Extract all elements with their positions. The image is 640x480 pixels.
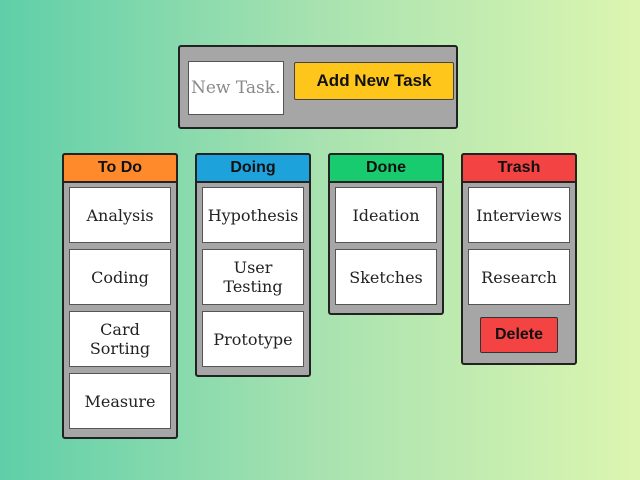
task-card-prototype[interactable]: Prototype [202,311,304,367]
column-header-doing: Doing [195,153,311,183]
column-doing: Doing Hypothesis User Testing Prototype [195,153,311,377]
task-card-measure[interactable]: Measure [69,373,171,429]
column-header-done: Done [328,153,444,183]
column-trash: Trash Interviews Research Delete [461,153,577,365]
task-card-research[interactable]: Research [468,249,570,305]
column-header-trash: Trash [461,153,577,183]
add-new-task-button[interactable]: Add New Task [294,62,454,100]
task-card-sketches[interactable]: Sketches [335,249,437,305]
task-card-ideation[interactable]: Ideation [335,187,437,243]
task-card-coding[interactable]: Coding [69,249,171,305]
task-card-user-testing[interactable]: User Testing [202,249,304,305]
column-done: Done Ideation Sketches [328,153,444,315]
task-card-interviews[interactable]: Interviews [468,187,570,243]
task-card-analysis[interactable]: Analysis [69,187,171,243]
new-task-input[interactable] [188,61,284,115]
delete-button[interactable]: Delete [480,317,558,353]
column-to-do: To Do Analysis Coding Card Sorting Measu… [62,153,178,439]
column-header-to-do: To Do [62,153,178,183]
task-card-card-sorting[interactable]: Card Sorting [69,311,171,367]
add-task-panel: Add New Task [178,45,458,129]
task-card-hypothesis[interactable]: Hypothesis [202,187,304,243]
